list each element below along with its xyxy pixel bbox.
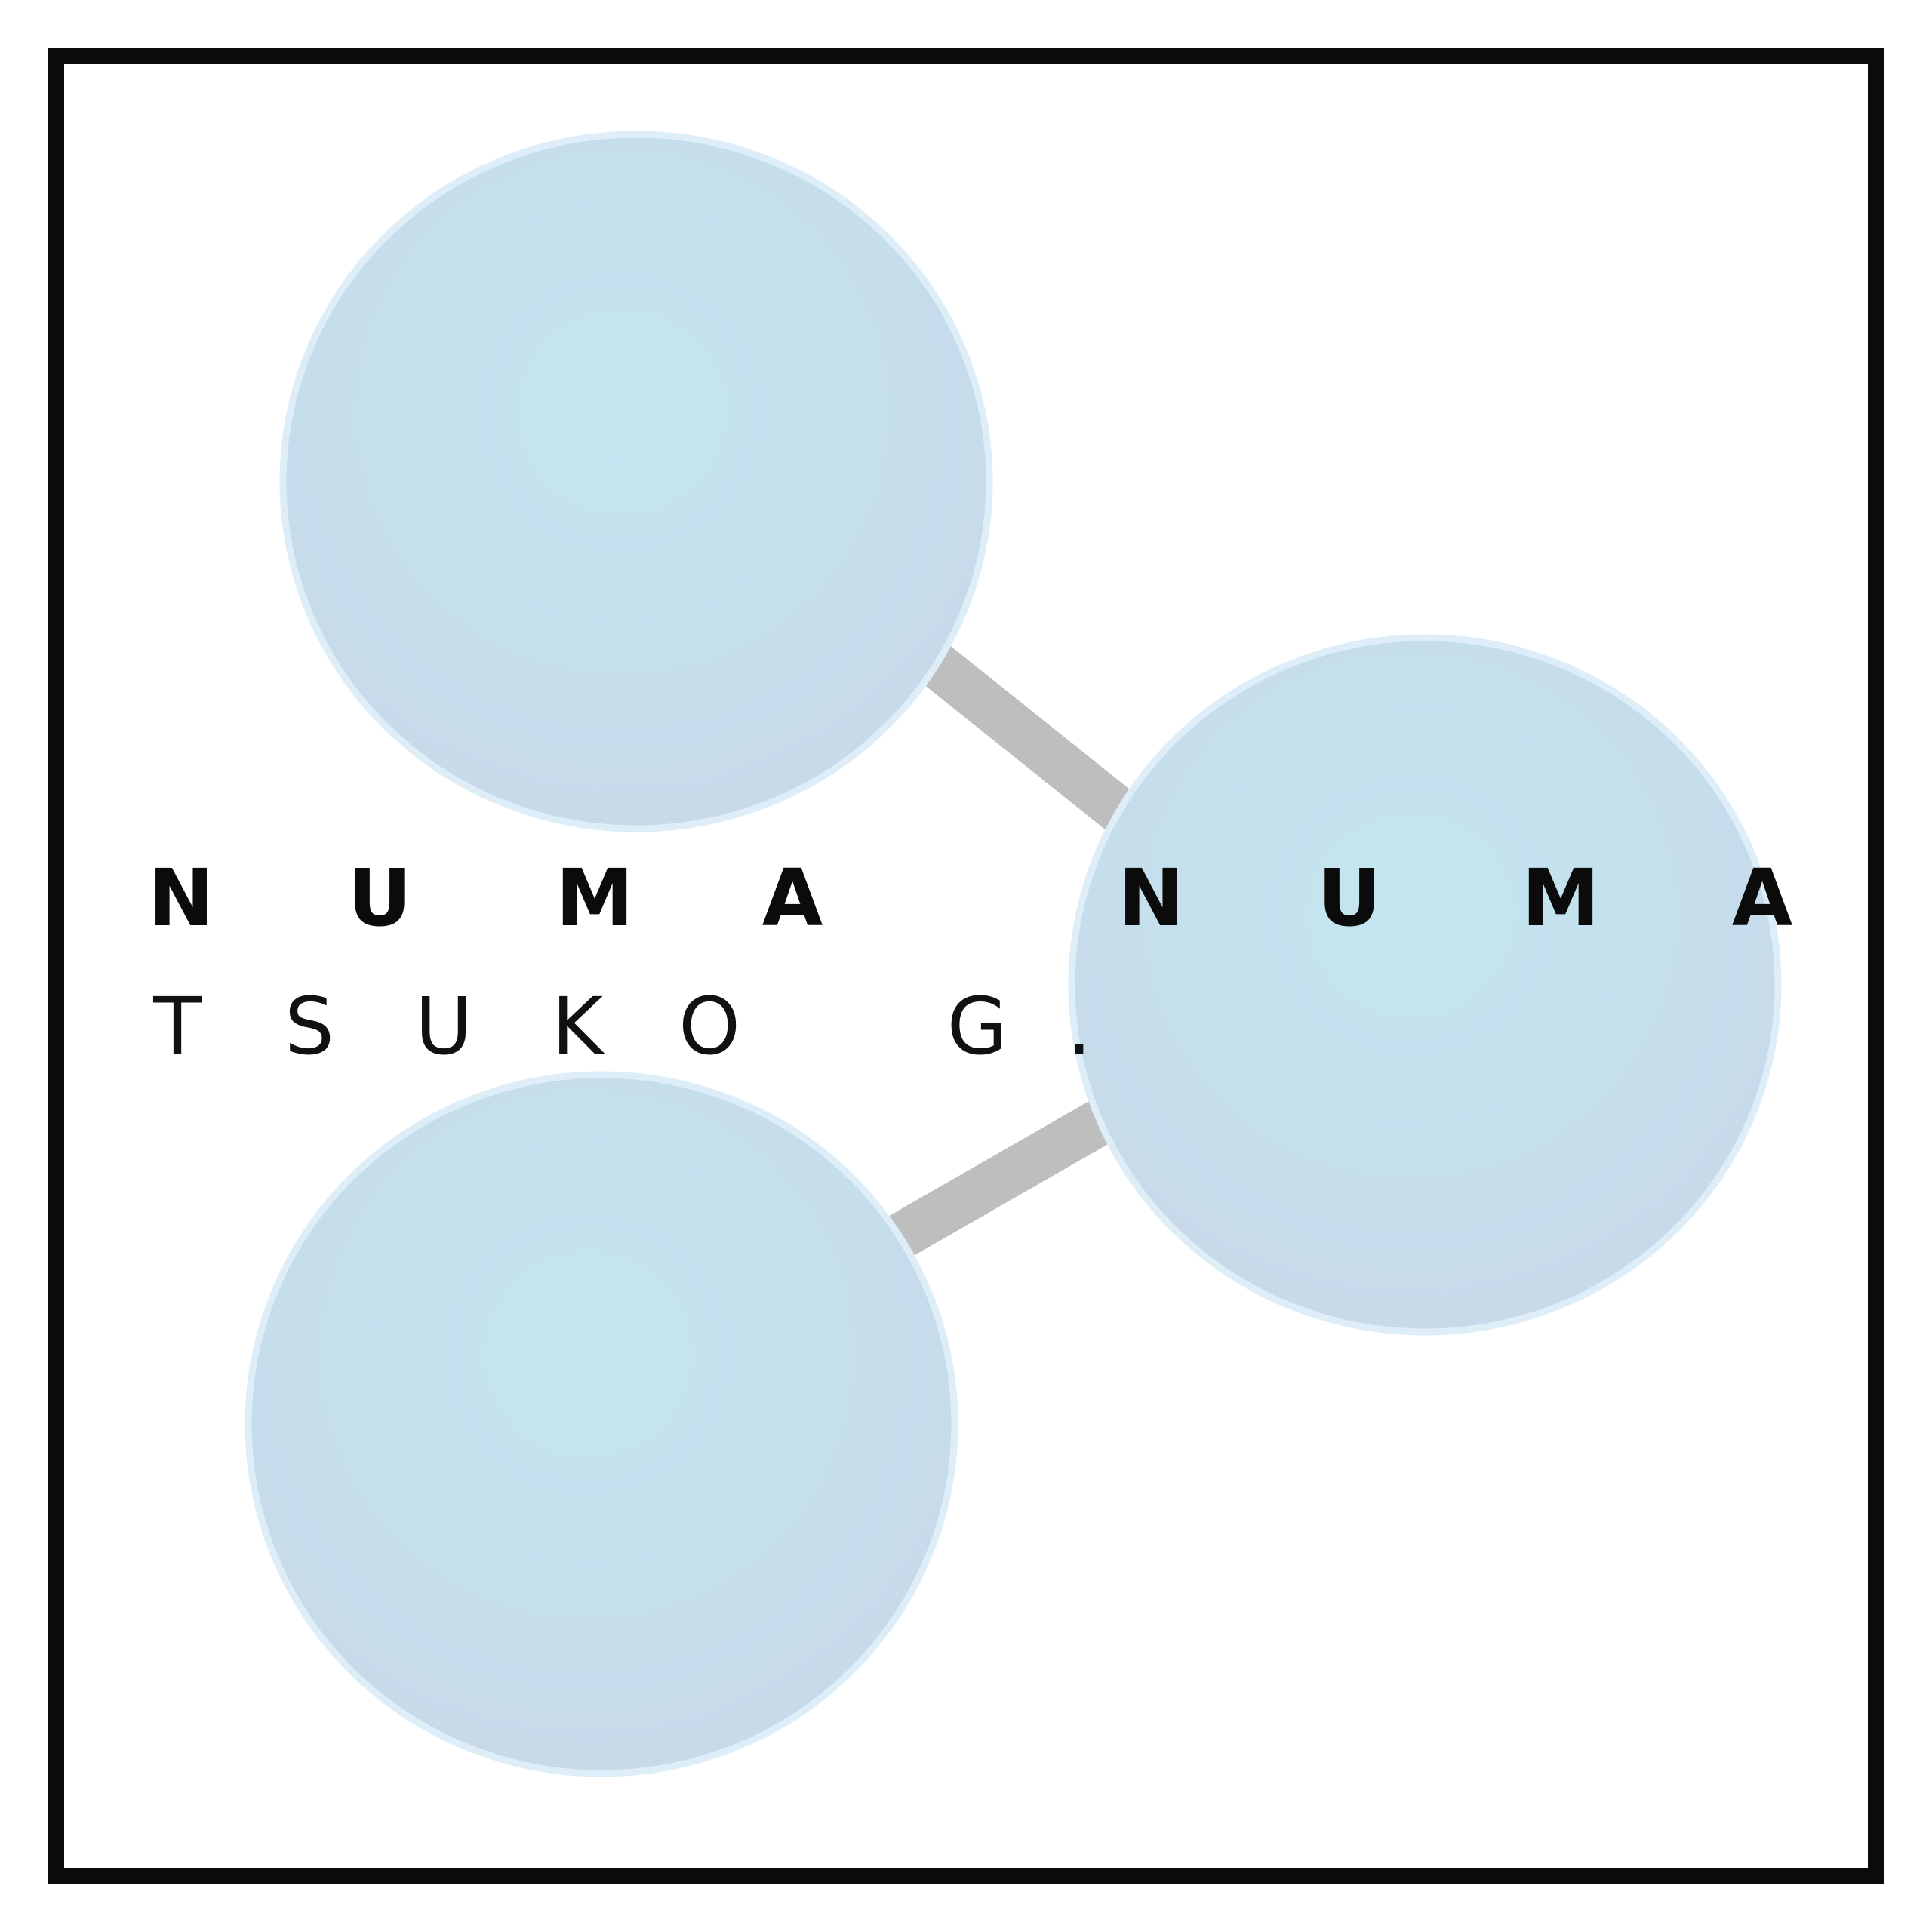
title-letter: U [1317, 852, 1382, 944]
artist-letter: . [1066, 980, 1092, 1072]
artist-letter: G [946, 980, 1008, 1072]
title-letter: M [555, 852, 634, 944]
artist-letter: O [678, 980, 740, 1072]
artist-letter: K [551, 980, 604, 1072]
title-letter: N [1118, 852, 1184, 944]
title-letter: U [347, 852, 412, 944]
artist-letter: S [284, 980, 334, 1072]
title-letter: A [761, 852, 823, 944]
artist-letter: U [414, 980, 473, 1072]
title-letter: A [1731, 852, 1793, 944]
title-letter: M [1521, 852, 1600, 944]
connector-bottom [886, 1100, 1114, 1258]
circle-top-left [279, 131, 993, 832]
title-numa-numa: N U M A N U M A [0, 853, 1932, 943]
artist-letter: T [153, 980, 202, 1072]
circle-right [1068, 634, 1782, 1336]
title-letter: N [148, 852, 214, 944]
circle-bottom-left [245, 1071, 958, 1777]
connector-top [921, 645, 1140, 834]
artist-tsuko-g: T S U K O G . [0, 981, 1932, 1072]
